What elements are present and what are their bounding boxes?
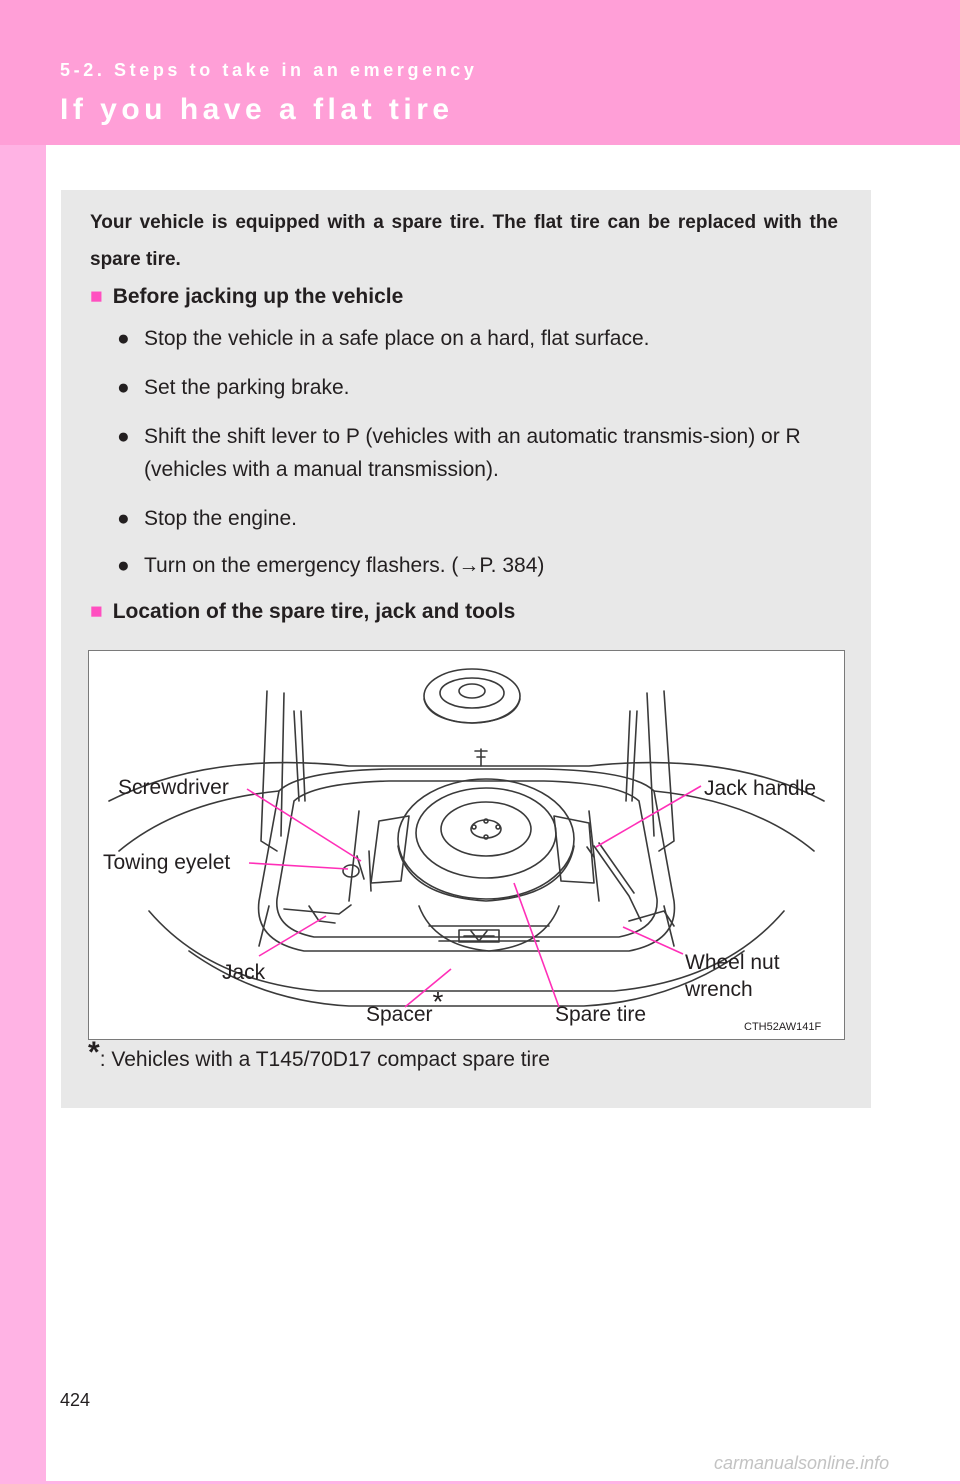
callout-spacer: Spacer* <box>366 988 443 1027</box>
subheading-location: ■ Location of the spare tire, jack and to… <box>90 600 515 624</box>
bullet-text: Stop the engine. <box>144 507 297 530</box>
callout-wheel-nut-wrench-line1: Wheel nut <box>685 951 780 974</box>
intro-paragraph: Your vehicle is equipped with a spare ti… <box>90 212 838 270</box>
bullet-item: ● Shift the shift lever to P (vehicles w… <box>117 420 847 486</box>
bullet-item: ● Turn on the emergency flashers. (→P. 3… <box>117 549 847 582</box>
side-strip <box>0 145 46 1481</box>
bullet-item: ● Stop the engine. <box>117 502 847 535</box>
subheading-before-jacking: ■ Before jacking up the vehicle <box>90 285 403 309</box>
callout-spare-tire: Spare tire <box>555 1003 647 1026</box>
header-band <box>0 0 960 145</box>
callout-towing-eyelet: Towing eyelet <box>103 851 231 874</box>
bullet-dot-icon: ● <box>117 554 130 577</box>
bullet-text: Turn on the emergency flashers. (→P. 384… <box>144 554 545 577</box>
square-bullet-icon: ■ <box>90 600 103 623</box>
subheading-text: Before jacking up the vehicle <box>112 285 404 308</box>
callout-jack-handle: Jack handle <box>704 777 817 800</box>
callout-jack: Jack <box>222 961 266 984</box>
bullet-text: Set the parking brake. <box>144 376 350 399</box>
section-label: 5-2. Steps to take in an emergency <box>60 60 478 80</box>
subheading-text: Location of the spare tire, jack and too… <box>112 600 516 623</box>
page-number: 424 <box>60 1390 91 1410</box>
square-bullet-icon: ■ <box>90 285 103 308</box>
bullet-text: Stop the vehicle in a safe place on a ha… <box>144 327 650 350</box>
callout-screwdriver: Screwdriver <box>118 776 229 799</box>
callout-wheel-nut-wrench-line2: wrench <box>685 978 753 1001</box>
trunk-drawing <box>108 668 825 1008</box>
spacer-asterisk: * <box>432 986 444 1017</box>
footnote-asterisk: * <box>88 1036 100 1069</box>
bullet-item: ● Stop the vehicle in a safe place on a … <box>117 322 847 355</box>
watermark: carmanualsonline.info <box>714 1453 890 1473</box>
page-title: If you have a flat tire <box>60 93 454 126</box>
bullet-text: Shift the shift lever to P (vehicles wit… <box>144 425 801 481</box>
bullet-dot-icon: ● <box>117 327 130 350</box>
bullet-item: ● Set the parking brake. <box>117 371 847 404</box>
footnote-text: : Vehicles with a T145/70D17 compact spa… <box>99 1048 550 1071</box>
trunk-illustration: Screwdriver Towing eyelet Jack Spacer* S… <box>88 650 845 1040</box>
figure-code: CTH52AW141F <box>744 1021 822 1033</box>
bullet-dot-icon: ● <box>117 425 130 448</box>
footnote: *: Vehicles with a T145/70D17 compact sp… <box>88 1036 550 1074</box>
callout-spacer-text: Spacer <box>366 1003 433 1026</box>
bottom-strip <box>0 1481 960 1484</box>
bullet-dot-icon: ● <box>117 507 130 530</box>
bullet-dot-icon: ● <box>117 376 130 399</box>
